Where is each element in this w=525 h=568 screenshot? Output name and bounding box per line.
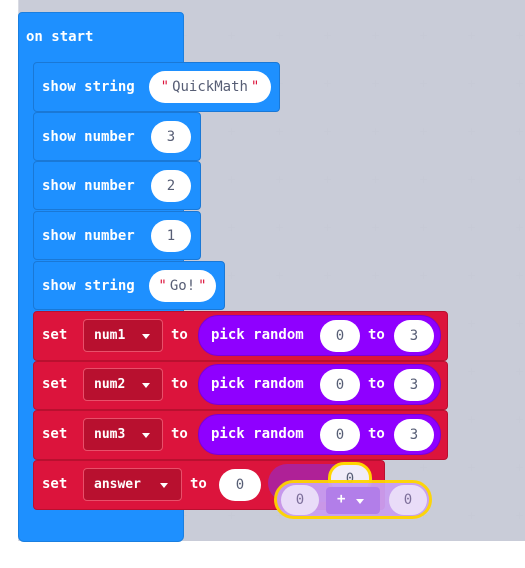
- to-label: to: [171, 327, 188, 343]
- grid-mark: +: [227, 125, 237, 138]
- caret-down-icon: [356, 499, 364, 504]
- grid-mark: +: [515, 269, 525, 282]
- pick-random-label: pick random: [211, 327, 304, 343]
- grid-mark: +: [515, 413, 525, 426]
- grid-mark: +: [323, 269, 333, 282]
- number-input[interactable]: 2: [151, 170, 191, 202]
- variable-dropdown[interactable]: num1: [83, 319, 163, 352]
- grid-mark: +: [275, 221, 285, 234]
- operator-dropdown[interactable]: +: [326, 487, 380, 514]
- grid-mark: +: [275, 269, 285, 282]
- right-operand-input[interactable]: 0: [389, 485, 427, 515]
- set-label: set: [42, 376, 68, 392]
- grid-mark: +: [371, 173, 381, 186]
- grid-mark: +: [467, 77, 477, 90]
- grid-mark: +: [467, 269, 477, 282]
- to-label: to: [171, 376, 188, 392]
- grid-mark: +: [467, 461, 477, 474]
- grid-mark: +: [323, 173, 333, 186]
- grid-mark: +: [371, 221, 381, 234]
- grid-mark: +: [275, 509, 285, 522]
- left-operand-input[interactable]: 0: [281, 485, 319, 515]
- grid-mark: +: [467, 173, 477, 186]
- to-label: to: [190, 476, 207, 492]
- grid-mark: +: [371, 125, 381, 138]
- grid-mark: +: [227, 29, 237, 42]
- grid-mark: +: [467, 125, 477, 138]
- grid-mark: +: [467, 509, 477, 522]
- grid-mark: +: [419, 125, 429, 138]
- caret-down-icon: [160, 483, 168, 488]
- variable-dropdown[interactable]: answer: [83, 468, 182, 501]
- left-strip: [0, 0, 18, 541]
- grid-mark: +: [323, 77, 333, 90]
- show-number-label: show number: [42, 228, 135, 244]
- to-label: to: [171, 426, 188, 442]
- grid-mark: +: [275, 173, 285, 186]
- show-number-label: show number: [42, 129, 135, 145]
- show-string-label: show string: [42, 79, 135, 95]
- grid-mark: +: [467, 413, 477, 426]
- grid-mark: +: [227, 269, 237, 282]
- string-input[interactable]: " QuickMath ": [149, 71, 271, 103]
- grid-mark: +: [515, 29, 525, 42]
- to-label: to: [368, 376, 385, 392]
- grid-mark: +: [515, 173, 525, 186]
- variable-dropdown[interactable]: num3: [83, 418, 163, 451]
- show-string-label: show string: [42, 278, 135, 294]
- grid-mark: +: [467, 365, 477, 378]
- value-input[interactable]: 0: [219, 469, 261, 501]
- string-input[interactable]: " Go! ": [149, 270, 216, 302]
- set-label: set: [42, 327, 68, 343]
- from-input[interactable]: 0: [320, 419, 360, 451]
- set-label: set: [42, 476, 68, 492]
- grid-mark: +: [227, 173, 237, 186]
- caret-down-icon: [142, 383, 150, 388]
- show-number-label: show number: [42, 178, 135, 194]
- grid-mark: +: [515, 77, 525, 90]
- grid-mark: +: [275, 29, 285, 42]
- to-input[interactable]: 3: [394, 419, 434, 451]
- grid-mark: +: [419, 269, 429, 282]
- grid-mark: +: [323, 29, 333, 42]
- from-input[interactable]: 0: [320, 320, 360, 352]
- grid-mark: +: [467, 317, 477, 330]
- to-label: to: [368, 426, 385, 442]
- grid-mark: +: [515, 509, 525, 522]
- grid-mark: +: [419, 77, 429, 90]
- to-input[interactable]: 3: [394, 320, 434, 352]
- grid-mark: +: [419, 173, 429, 186]
- from-input[interactable]: 0: [320, 369, 360, 401]
- bottom-bar: [0, 541, 525, 568]
- number-input[interactable]: 1: [151, 220, 191, 252]
- caret-down-icon: [142, 433, 150, 438]
- grid-mark: +: [419, 221, 429, 234]
- grid-mark: +: [371, 29, 381, 42]
- grid-mark: +: [467, 29, 477, 42]
- grid-mark: +: [323, 125, 333, 138]
- grid-mark: +: [323, 221, 333, 234]
- pick-random-label: pick random: [211, 376, 304, 392]
- grid-mark: +: [371, 77, 381, 90]
- grid-mark: +: [515, 461, 525, 474]
- grid-mark: +: [515, 125, 525, 138]
- on-start-label: on start: [26, 29, 94, 45]
- grid-mark: +: [467, 221, 477, 234]
- pick-random-label: pick random: [211, 426, 304, 442]
- grid-mark: +: [515, 221, 525, 234]
- grid-mark: +: [371, 269, 381, 282]
- grid-mark: +: [419, 461, 429, 474]
- caret-down-icon: [142, 334, 150, 339]
- grid-mark: +: [227, 221, 237, 234]
- grid-mark: +: [227, 509, 237, 522]
- grid-mark: +: [515, 365, 525, 378]
- to-input[interactable]: 3: [394, 369, 434, 401]
- grid-mark: +: [419, 29, 429, 42]
- set-label: set: [42, 426, 68, 442]
- grid-mark: +: [275, 125, 285, 138]
- to-label: to: [368, 327, 385, 343]
- variable-dropdown[interactable]: num2: [83, 368, 163, 401]
- grid-mark: +: [515, 317, 525, 330]
- number-input[interactable]: 3: [151, 121, 191, 153]
